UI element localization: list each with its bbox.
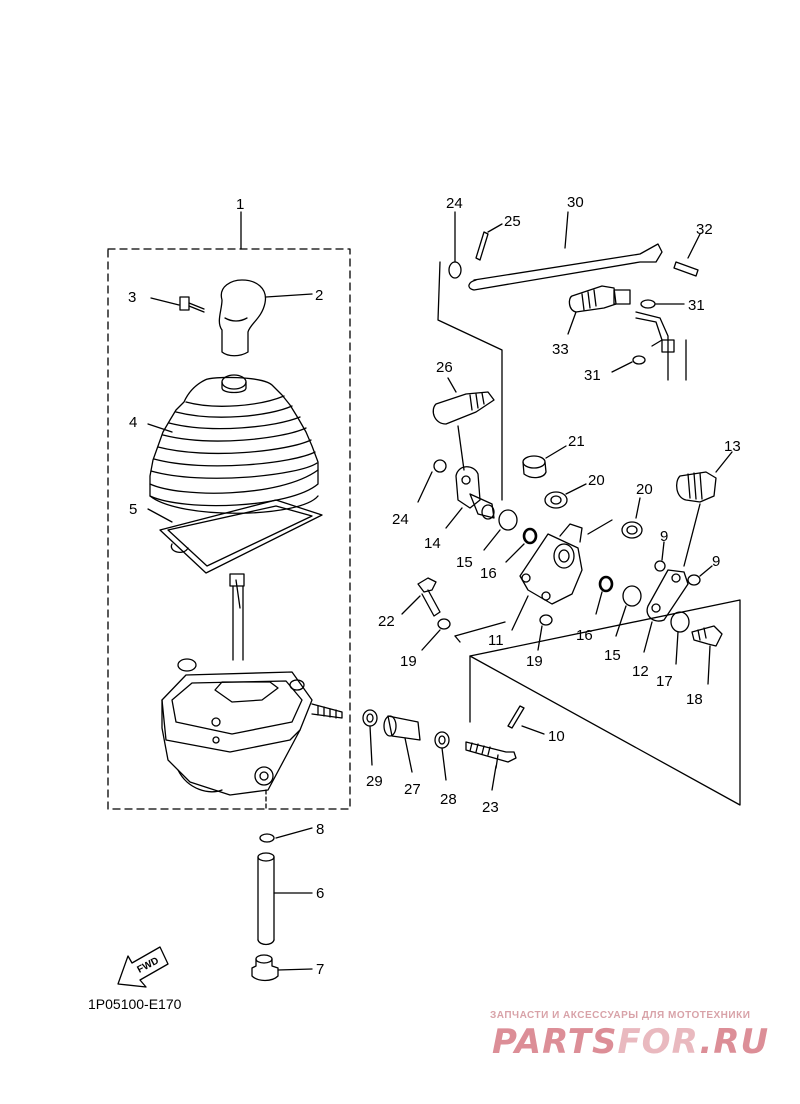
callout: 19 [400, 653, 417, 670]
callout: 33 [552, 341, 569, 358]
callout: 7 [316, 961, 324, 978]
oring-16-right [598, 575, 614, 593]
nut-28 [434, 731, 450, 749]
callout: 15 [604, 647, 621, 664]
shift-arm-14 [455, 466, 495, 520]
washer-20-a [544, 491, 568, 509]
callout: 18 [686, 691, 703, 708]
bushing-15-left [498, 509, 518, 531]
callout: 4 [129, 414, 137, 431]
callout: 9 [660, 528, 668, 545]
washer-20-b [621, 521, 643, 539]
bushing-15-right [622, 585, 642, 607]
washer-24-low [433, 459, 447, 473]
washer-9-b [687, 574, 701, 586]
callout-labels: 1 2 3 4 5 8 6 7 24 25 30 32 31 33 31 26 … [128, 194, 741, 978]
callout: 12 [632, 663, 649, 680]
bolt-21 [522, 455, 547, 479]
washer-31-low [632, 355, 646, 365]
watermark-logo: PARTSFOR.RU [492, 1022, 769, 1062]
callout: 15 [456, 554, 473, 571]
callout: 24 [446, 195, 463, 212]
bolt-18 [691, 625, 723, 647]
washer-19-right [539, 614, 553, 626]
oring-16-left [522, 527, 538, 545]
washer-9-a [654, 560, 666, 572]
callout: 25 [504, 213, 521, 230]
callout: 6 [316, 885, 324, 902]
callout: 16 [576, 627, 593, 644]
cotter-pin-10 [507, 705, 525, 729]
callout: 27 [404, 781, 421, 798]
washer-31-top [640, 299, 656, 309]
arm-12 [646, 569, 689, 622]
ball-joint-13 [675, 471, 717, 503]
bushing-17 [670, 611, 690, 633]
callout: 5 [129, 501, 137, 518]
callout: 20 [588, 472, 605, 489]
washer-8 [259, 833, 275, 843]
ball-joint-33 [568, 285, 631, 313]
shift-lever [229, 573, 245, 661]
callout: 10 [548, 728, 565, 745]
link-rod-30 [468, 243, 663, 291]
callout: 21 [568, 433, 585, 450]
callout: 28 [440, 791, 457, 808]
control-housing [161, 658, 343, 811]
pin-23 [465, 741, 517, 769]
callout: 32 [696, 221, 713, 238]
bushing-29 [362, 709, 378, 727]
callout: 24 [392, 511, 409, 528]
grommet [251, 954, 279, 982]
callout: 31 [584, 367, 601, 384]
bracket-arm [635, 311, 687, 381]
callout: 16 [480, 565, 497, 582]
callout: 31 [688, 297, 705, 314]
ball-joint-26 [432, 391, 495, 425]
callout: 14 [424, 535, 441, 552]
callout: 30 [567, 194, 584, 211]
fwd-arrow-icon [117, 946, 169, 988]
callout: 23 [482, 799, 499, 816]
callout: 20 [636, 481, 653, 498]
watermark-tagline: ЗАПЧАСТИ И АКСЕССУАРЫ ДЛЯ МОТОТЕХНИКИ [490, 1010, 751, 1021]
callout: 9 [712, 553, 720, 570]
diagram-code: 1P05100-E170 [88, 996, 182, 1012]
callout: 17 [656, 673, 673, 690]
clip-32 [673, 261, 699, 277]
callout: 19 [526, 653, 543, 670]
watermark-logo-part-c: .RU [699, 1022, 770, 1062]
callout: 1 [236, 196, 244, 213]
bellows-boot [149, 374, 319, 514]
cotter-pin-25 [475, 231, 489, 261]
shaft [257, 852, 275, 946]
callout: 29 [366, 773, 383, 790]
watermark-logo-part-a: PARTS [492, 1022, 618, 1062]
callout: 3 [128, 289, 136, 306]
assembly-boundary [107, 248, 351, 810]
callout: 13 [724, 438, 741, 455]
callout: 8 [316, 821, 324, 838]
callout: 22 [378, 613, 395, 630]
bolt-22 [417, 577, 441, 617]
washer-19-left [437, 618, 451, 630]
collar-27 [383, 715, 421, 741]
callout: 11 [488, 632, 504, 649]
knob-screw [179, 296, 205, 313]
pivot-bracket-11 [519, 523, 583, 605]
callout: 2 [315, 287, 323, 304]
callout: 26 [436, 359, 453, 376]
boot-gasket [159, 499, 323, 574]
washer-24-top [448, 261, 462, 279]
watermark-logo-part-b: FOR [617, 1022, 700, 1062]
shift-knob [218, 279, 267, 357]
